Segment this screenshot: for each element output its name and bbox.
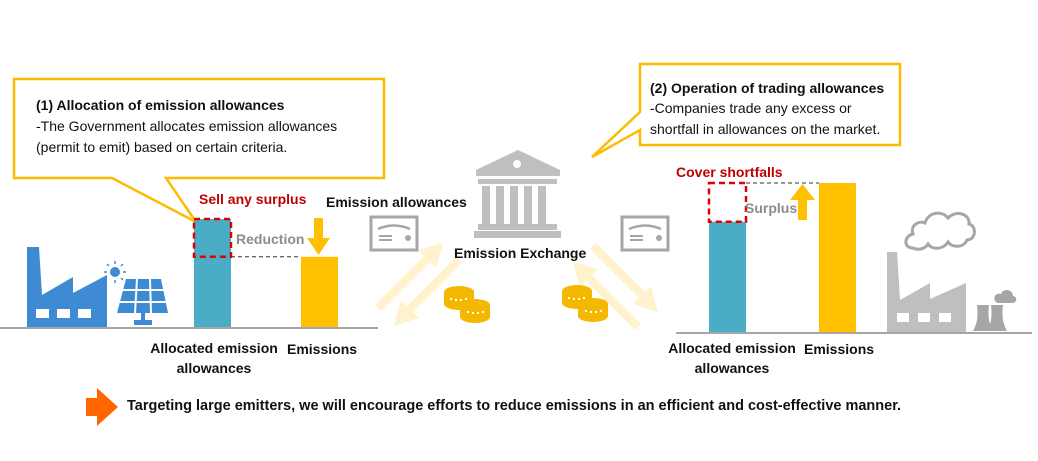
callout-left-line2: (permit to emit) based on certain criter… — [36, 139, 288, 155]
left-bar1-label-line2: allowances — [176, 360, 252, 376]
cover-shortfalls-label: Cover shortfalls — [676, 164, 783, 180]
right-bar1-label: Allocated emission allowances — [664, 338, 800, 378]
callout-left-box — [12, 77, 386, 224]
callout-right-line1: -Companies trade any excess or — [650, 100, 852, 116]
left-bar1-label-line1: Allocated emission — [150, 340, 278, 356]
callout-left-title: (1) Allocation of emission allowances — [36, 97, 285, 113]
factory-icon — [887, 252, 966, 332]
right-bar-chart — [707, 181, 856, 332]
reduction-label: Reduction — [236, 231, 305, 247]
callout-left-line1: -The Government allocates emission allow… — [36, 118, 338, 134]
emissions-bar — [819, 183, 856, 332]
increase-arrow-icon — [790, 184, 815, 220]
right-bar1-label-line1: Allocated emission — [668, 340, 796, 356]
cloud-icon — [904, 211, 976, 251]
factory-icon — [27, 247, 107, 327]
surplus-dashed-box — [192, 217, 233, 259]
left-bar-chart — [192, 217, 338, 327]
left-bar1-label: Allocated emission allowances — [146, 338, 282, 378]
right-bar1-label-line2: allowances — [694, 360, 770, 376]
callout-right-line2: shortfall in allowances on the market. — [650, 121, 881, 137]
coins-icon — [562, 285, 608, 322]
arrow-right-icon — [86, 388, 118, 426]
solar-panel-icon — [117, 278, 168, 325]
emission-exchange-label: Emission Exchange — [454, 245, 587, 261]
sun-icon — [104, 261, 126, 283]
allocated-allowances-bar — [194, 219, 231, 327]
trade-arrow-icon — [375, 243, 443, 311]
power-plant-icon — [973, 290, 1017, 331]
emission-allowances-label: Emission allowances — [326, 194, 467, 210]
trade-arrow-icon — [573, 262, 641, 330]
bank-building-icon — [474, 150, 561, 238]
trade-arrow-icon — [394, 257, 462, 326]
allocated-allowances-bar — [709, 221, 746, 332]
emissions-bar — [301, 256, 338, 327]
right-bar2-label: Emissions — [804, 341, 875, 357]
trade-arrow-icon — [590, 243, 658, 312]
reduction-arrow-icon — [307, 218, 330, 255]
footer-statement: Targeting large emitters, we will encour… — [127, 398, 902, 414]
certificate-icon — [369, 215, 419, 252]
coins-icon — [444, 286, 490, 323]
callout-right-title: (2) Operation of trading allowances — [650, 80, 885, 96]
shortfall-dashed-box — [707, 181, 748, 223]
certificate-icon — [620, 215, 670, 252]
callout-right-box — [591, 62, 902, 159]
surplus-label: Surplus — [745, 200, 798, 216]
sell-surplus-label: Sell any surplus — [199, 191, 307, 207]
left-bar2-label: Emissions — [287, 341, 358, 357]
